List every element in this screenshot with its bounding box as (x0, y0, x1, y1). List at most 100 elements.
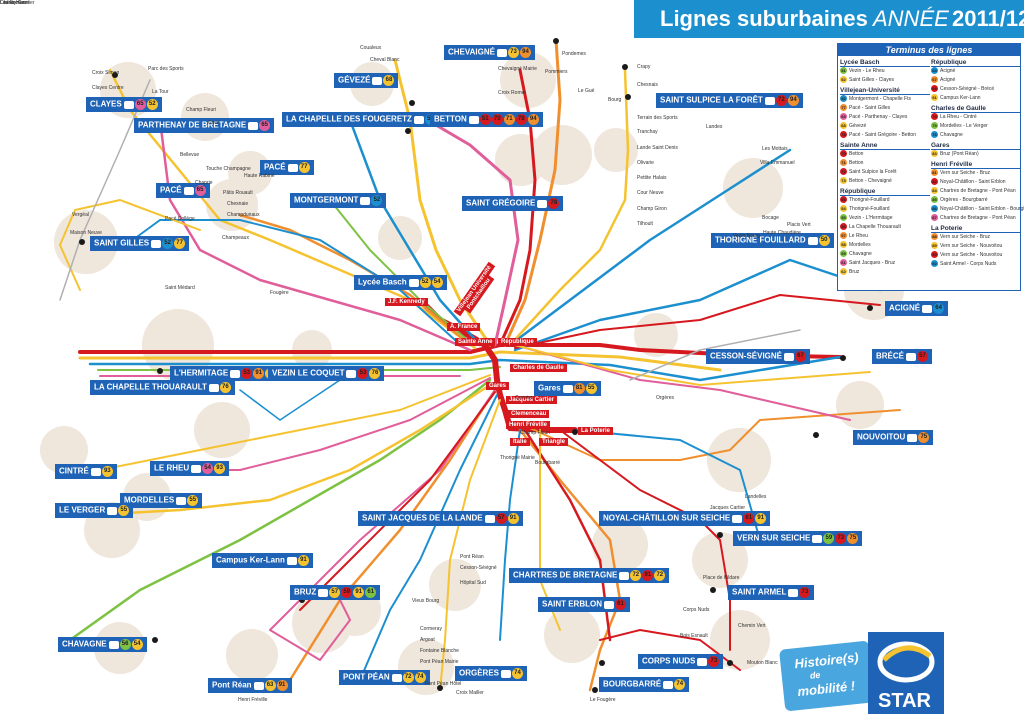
station-gares[interactable]: Gares (486, 382, 510, 390)
station-jf-kennedy[interactable]: J.F. Kennedy (385, 298, 428, 306)
stop-label: Vezin Bourg (733, 233, 760, 239)
legend-terminus-text: Vern sur Seiche - Nouvoitou (940, 243, 1003, 249)
station-italie[interactable]: Italie (510, 438, 530, 446)
bus-icon (732, 514, 743, 523)
legend-group-head: République (840, 188, 930, 196)
line-number-badge: 94 (527, 114, 539, 125)
line-number-badge: 90 (931, 251, 938, 259)
town-name: SAINT JACQUES DE LA LANDE (362, 513, 483, 523)
town-name: LE RHEU (154, 463, 190, 473)
line-number-badge: 87 (931, 214, 938, 222)
legend-group-head: Gares (931, 142, 1021, 150)
bus-icon (413, 115, 424, 124)
line-number-badge: 51 (840, 67, 847, 75)
legend-terminus-text: Bruz (849, 269, 860, 275)
station-sainte-anne[interactable]: Sainte Anne (455, 338, 496, 346)
line-number-badge: 75 (847, 533, 859, 544)
station-la-poterie[interactable]: La Poterie (578, 427, 614, 435)
station-henri-freville[interactable]: Henri Fréville (506, 421, 551, 429)
bus-icon (484, 514, 495, 523)
bus-icon (391, 673, 402, 682)
stop-label: Bellevue (180, 152, 200, 158)
line-number-badge: 56 (840, 223, 847, 231)
legend-terminus-text: Vern sur Seiche - Bruz (940, 170, 991, 176)
town-box[interactable]: L'HERMITAGE539176 (170, 366, 281, 381)
legend-terminus-text: Cesson-Sévigné - Brécé (940, 86, 995, 92)
stop-label: Launay Garnier (0, 0, 35, 6)
legend-terminus-text: Thorigné-Fouillard (849, 206, 890, 212)
stop-label: Bourgbarré (535, 460, 561, 466)
stop-label: Argoat (420, 637, 435, 643)
legend-terminus-text: Chavagne (849, 251, 872, 257)
legend-group-head: La Poterie (931, 225, 1021, 233)
town-name: SAINT ERBLON (542, 599, 602, 609)
station-clemenceau[interactable]: Clemenceau (508, 410, 550, 418)
station-triangle[interactable]: Triangle (539, 438, 569, 446)
line-number-badge: 61 (840, 259, 847, 267)
station-republique[interactable]: République (498, 338, 537, 346)
station-charles-de-gaulle[interactable]: Charles de Gaulle (510, 364, 567, 372)
line-number-badge: 72 (775, 95, 787, 106)
line-number-badge: 83 (931, 150, 938, 158)
legend-terminus-text: Chavagne (940, 132, 963, 138)
town-box[interactable]: LA CHAPELLE DES FOUGERETZ52 (282, 112, 440, 127)
stop-label: Cheval Blanc (370, 57, 400, 63)
stop-label: Hôpital Sud (460, 580, 486, 586)
town-name: THORIGNÉ FOUILLARD (715, 235, 806, 245)
bus-icon (663, 680, 674, 689)
legend-terminus-text: Bruz (Pont Réan) (940, 151, 979, 157)
bus-icon (784, 352, 795, 361)
line-number-badge: 67 (931, 76, 938, 84)
stop-label: Vieux Bourg (412, 598, 440, 604)
town-name: BRÉCÉ (876, 351, 905, 361)
stop-label: Landes (706, 124, 723, 130)
station-jacques-cartier[interactable]: Jacques Cartier (506, 396, 558, 404)
legend-terminus-text: Vern sur Seiche - Bruz (940, 234, 991, 240)
bus-icon (183, 186, 194, 195)
legend-terminus-text: Betton - Chevaigné (849, 178, 892, 184)
station-anatole-france[interactable]: A. France (447, 323, 481, 331)
